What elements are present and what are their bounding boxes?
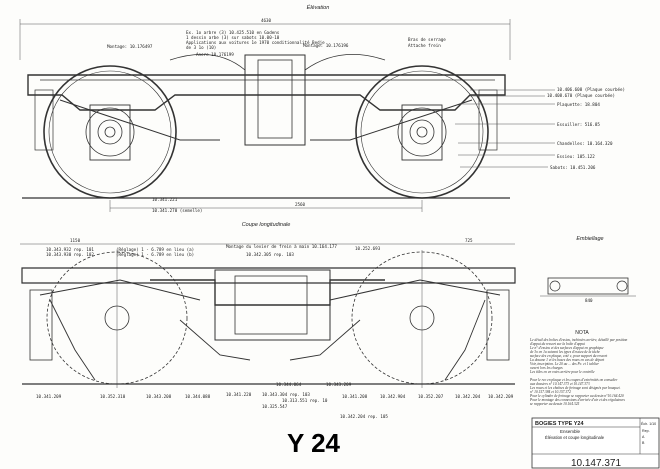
svg-text:Pour le montage des connexions: Pour le montage des connexions d'arrivée…	[529, 398, 625, 402]
svg-text:Le n° d'essieu et des surfaces: Le n° d'essieu et des surfaces d'appui e…	[529, 346, 604, 350]
title-block-rev-3: B	[642, 441, 645, 445]
section-bottom-callout-8: 10.341.208	[342, 394, 368, 399]
title-block: BOGIES TYPE Y24 Ensemble Élévation et co…	[531, 417, 660, 469]
section-left-callout-2: 10.343.930 rep. 102	[46, 252, 94, 257]
section-bottom-callout-11: 10.342.204	[455, 394, 481, 399]
section-left-callout-3: (Réglage) 1 - 6.789 en lieu (a)	[116, 247, 194, 252]
side-callout-3: Plaquette: 18.804	[557, 102, 600, 107]
section-top-callout-1: Montage du levier de frein à main 10.164…	[226, 244, 337, 249]
section-bottom-callout-2: 10.352.310	[100, 394, 126, 399]
svg-text:ouvert lors les charges: ouvert lors les charges	[530, 366, 563, 370]
section-lower-callout-4: 10.342.204 rep. 105	[340, 414, 388, 419]
section-title: Coupe longitudinale	[242, 222, 291, 228]
section-lower-callout-3: 10.313.551 rep. 10	[282, 398, 328, 403]
bogie-frame-section	[21, 267, 516, 385]
section-bottom-callout-3: 10.343.208	[146, 394, 172, 399]
elevation-title: Élévation	[307, 4, 330, 11]
section-left-callout-1: 10.343.932 rep. 101	[46, 247, 94, 252]
top-callout-2: Ancre 10.176199	[196, 52, 234, 57]
title-block-rev-2: A	[642, 435, 645, 439]
svg-text:Les roues et les chaînes de fr: Les roues et les chaînes de freinage son…	[529, 386, 621, 390]
svg-text:n° 10.157.384 et 10.157.372: n° 10.157.384 et 10.157.372	[530, 390, 571, 394]
top-callout-5: Attache frein	[408, 43, 441, 48]
svg-text:Voir, inscription. Le 20 au ..: Voir, inscription. Le 20 au ... des Pe. …	[530, 362, 599, 367]
top-callout-3: Montage: 10.176196	[303, 43, 349, 48]
section-bottom-callout-4: 10.344.088	[185, 394, 211, 399]
svg-text:La douane 1 et les bases des r: La douane 1 et les bases des roues en ca…	[529, 358, 605, 362]
section-bottom-callout-6: 10.344.064	[276, 382, 302, 387]
nota-text: Le détail des boîtes d'essieu, inchinées…	[529, 338, 628, 406]
section-bottom-callouts: 10.341.209 10.352.310 10.343.208 10.344.…	[36, 382, 514, 399]
section-bottom-callout-10: 10.352.207	[418, 394, 444, 399]
drawing-number: 10.147.371	[571, 458, 621, 469]
section-top-callout-2: 10.252.693	[355, 246, 381, 251]
top-annotation-3: Applications aux voitures 1e 1970 condit…	[186, 40, 325, 45]
section-lower-callout-1: 10.325.547	[262, 404, 288, 409]
svg-text:Pour le rco en plaque et les c: Pour le rco en plaque et les coupes d'ex…	[529, 378, 618, 382]
svg-text:Pour le cylindre de freinage s: Pour le cylindre de freinage se rapporte…	[529, 394, 624, 398]
side-callouts: 10.406.608 (Plaque courbée) 10.408.670 (…	[455, 87, 625, 170]
svg-text:surface des en plaque, coté c,: surface des en plaque, coté c, pour supp…	[530, 354, 608, 359]
side-callout-7: Sabots: 10.451.206	[550, 165, 596, 170]
nota-title: NOTA	[575, 330, 589, 336]
section-bottom-callout-5: 10.341.220	[226, 392, 252, 397]
detail-linkage-view: 840	[540, 277, 636, 303]
section-bottom-callout-1: 10.341.209	[36, 394, 62, 399]
section-left-callout-4: (Réglage) 1 - 6.789 en lieu (b)	[116, 252, 194, 257]
section-top-callout-3: 10.342.305 rep. 103	[246, 252, 294, 257]
bogie-type-label: Y 24	[287, 428, 341, 458]
svg-text:aux dossiers n° 10.147.373 et: aux dossiers n° 10.147.373 et 10.147.373	[530, 382, 590, 386]
bottom-left-callout-1: 10.341.221	[152, 197, 178, 202]
title-block-title: BOGIES TYPE Y24	[535, 421, 584, 427]
svg-text:de 3o en 1a suivant les types: de 3o en 1a suivant les types d'essieu d…	[530, 350, 600, 354]
side-callout-1: 10.406.608 (Plaque courbée)	[557, 87, 625, 92]
section-bottom-callout-7: 10.343.209	[326, 382, 352, 387]
svg-text:se rapporter au dessin 10.164.: se rapporter au dessin 10.164.325	[530, 402, 580, 406]
title-block-scale: Éch. 1/10	[641, 421, 656, 426]
lower-dimension-left: 1150	[70, 238, 81, 243]
lower-dimension-right: 725	[465, 238, 473, 243]
top-annotation-1: Ex. 1o arbre (3) 10.425.510 en Gadens	[186, 30, 280, 35]
top-dimension: 4630	[261, 18, 272, 23]
title-block-line3: Élévation et coupe longitudinale	[545, 435, 605, 440]
section-lower-callout-2: 10.343.304 rep. 103	[262, 392, 310, 397]
side-callout-2: 10.408.670 (Plaque courbée)	[547, 93, 615, 98]
detail-dimension: 840	[585, 298, 593, 303]
side-callout-6: Essieu: 105.122	[557, 154, 595, 159]
top-annotation-2: 1 dessin arbe (3) sur sabots 10.00-10	[186, 35, 280, 40]
side-callout-4: Essuiller: 516.85	[557, 122, 600, 127]
bogie-frame-elevation	[22, 54, 510, 199]
detail-title: Embiellage	[576, 236, 603, 242]
top-callout-1: Montage: 10.176497	[107, 44, 153, 49]
top-annotation-4: de 3 1o (10)	[186, 45, 216, 50]
top-callout-4: Bras de serrage	[408, 37, 446, 42]
svg-text:d'appui du ressort sur la boît: d'appui du ressort sur la boîte d'appui	[530, 342, 585, 346]
section-bottom-callout-12: 10.342.209	[488, 394, 514, 399]
svg-text:Le détail des boîtes d'essieu,: Le détail des boîtes d'essieu, inchinées…	[529, 338, 628, 343]
bottom-left-callout-2: 10.341.270 (semelle)	[152, 208, 202, 213]
title-block-subtitle: Ensemble	[560, 429, 581, 434]
side-callout-5: Chandelles: 10.164.320	[557, 141, 613, 146]
mid-dimension: 2560	[295, 202, 306, 207]
section-bottom-callout-9: 10.342.904	[380, 394, 406, 399]
svg-text:Les tôles en en voies arrière: Les tôles en en voies arrière pour le co…	[529, 370, 595, 374]
title-block-rev-1: Rep.	[642, 429, 650, 433]
